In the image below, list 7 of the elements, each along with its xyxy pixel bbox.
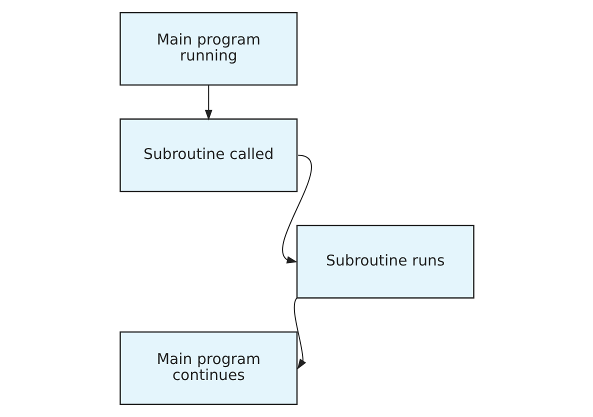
node-box: Main program continues (119, 331, 298, 406)
arrow (282, 154, 312, 264)
arrow (204, 85, 212, 121)
node-box: Main program running (119, 12, 298, 86)
arrow (293, 298, 306, 370)
node-box: Subroutine runs (296, 224, 474, 299)
node-box: Subroutine called (119, 118, 298, 192)
